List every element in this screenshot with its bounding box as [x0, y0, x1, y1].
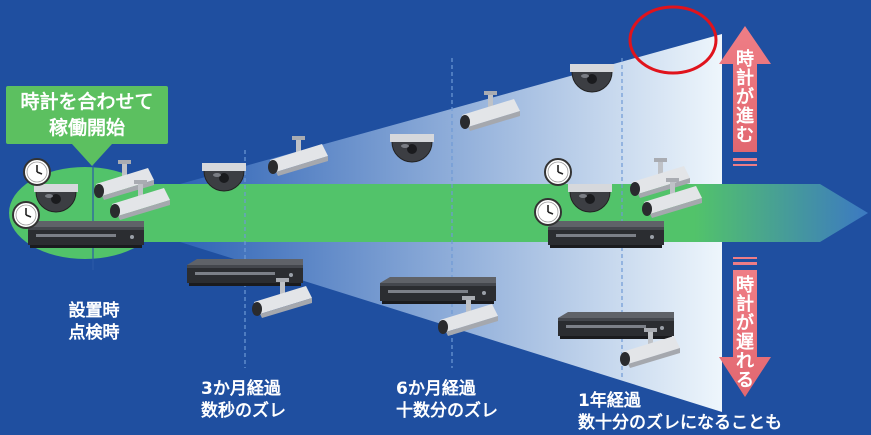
recorder-icon: [28, 221, 144, 248]
clock-icon: [534, 198, 562, 226]
highlight-circle: [628, 5, 718, 75]
milestone-3-months: 3か月経過 数秒のズレ: [201, 379, 286, 421]
start-stage-label: 設置時 点検時: [68, 301, 120, 343]
clock-icon: [23, 158, 51, 186]
milestone-1-year: 1年経過 数十分のズレになることも: [578, 391, 782, 433]
fast-clock-wedge: [180, 34, 722, 184]
clock-icon: [544, 158, 572, 186]
arrow-up-icon: [719, 26, 771, 166]
callout-line2: 稼働開始: [48, 117, 125, 139]
correct-time-band: [80, 184, 868, 242]
recorder-icon: [548, 221, 664, 248]
clock-fast-label: 時 計 が 進 む: [736, 49, 754, 146]
start-callout: 時計を合わせて 稼働開始: [6, 86, 168, 144]
milestone-6-months: 6か月経過 十数分のズレ: [396, 379, 498, 421]
recorder-icon: [558, 312, 674, 339]
callout-line1: 時計を合わせて: [20, 91, 154, 113]
arrow-down-icon: [719, 257, 771, 397]
clock-slow-label: 時 計 が 遅 れ る: [736, 275, 754, 391]
recorder-icon: [380, 277, 496, 304]
callout-pointer: [72, 144, 112, 166]
clock-icon: [12, 201, 40, 229]
